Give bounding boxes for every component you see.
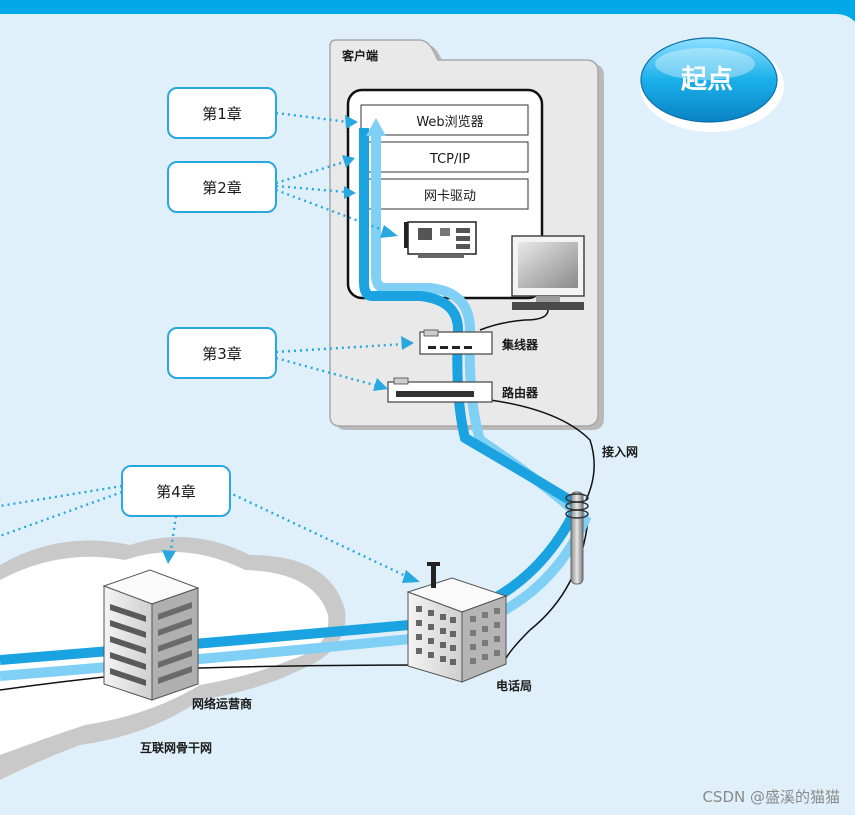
chapter-pointer-heads	[162, 115, 420, 583]
isp-label: 网络运营商	[192, 696, 252, 711]
cable-router-pole	[489, 399, 595, 501]
watermark: CSDN @盛溪的猫猫	[702, 788, 840, 806]
stack-label-tcpip: TCP/IP	[429, 152, 470, 167]
chapter-3-label: 第3章	[202, 345, 242, 363]
client-title: 客户端	[341, 48, 378, 63]
isp-building-icon	[102, 569, 200, 701]
chapter-2-label: 第2章	[202, 179, 242, 197]
phone-office-building-icon	[406, 562, 508, 683]
chapter-4-box: 第4章	[121, 465, 231, 517]
chapter-1-label: 第1章	[202, 105, 242, 123]
start-badge-label: 起点	[681, 64, 733, 95]
backbone-label: 互联网骨干网	[140, 741, 212, 755]
chapter-3-box: 第3章	[167, 327, 277, 379]
hub-label: 集线器	[501, 337, 539, 352]
top-bar	[0, 0, 855, 22]
hub-icon	[419, 329, 493, 355]
start-badge: 起点	[640, 37, 784, 132]
monitor-icon	[511, 235, 585, 310]
cable-monitor-hub	[479, 309, 549, 331]
router-icon	[387, 377, 493, 403]
chapter-4-label: 第4章	[156, 483, 196, 501]
utility-pole-icon	[565, 491, 589, 585]
stack-label-driver: 网卡驱动	[424, 189, 476, 204]
router-label: 路由器	[502, 385, 539, 400]
chapter-1-box: 第1章	[167, 87, 277, 139]
chapter-2-box: 第2章	[167, 161, 277, 213]
stack-label-browser: Web浏览器	[416, 114, 483, 130]
chapter-pointer-lines	[0, 111, 411, 580]
network-card-icon	[404, 221, 477, 258]
cable-office-backbone	[0, 664, 421, 691]
phone-office-label: 电话局	[496, 678, 532, 693]
access-net-label: 接入网	[602, 444, 638, 459]
stack-box-browser	[360, 104, 529, 136]
data-arrow-head	[366, 118, 386, 136]
data-path-dark	[0, 128, 585, 665]
